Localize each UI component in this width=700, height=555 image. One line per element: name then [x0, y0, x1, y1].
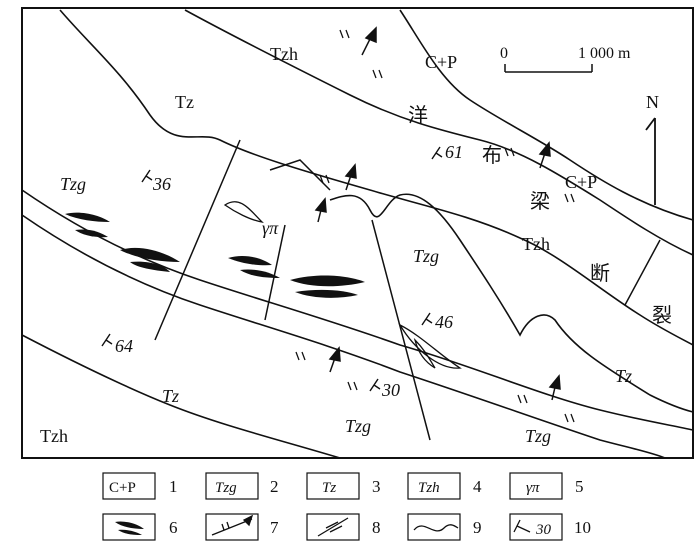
legend-num-4: 4	[473, 477, 482, 496]
scale-zero: 0	[500, 45, 508, 62]
legend-symbol-4: Tzh	[418, 480, 440, 496]
legend-num-6: 6	[169, 518, 178, 537]
legend-num-10: 10	[574, 518, 591, 537]
label-tzh-mid: Tzh	[522, 234, 550, 254]
label-tzh-bottom-left: Tzh	[40, 426, 68, 446]
label-dip-61: 61	[445, 142, 463, 162]
fault-a	[154, 139, 241, 341]
legend-box-8	[306, 513, 360, 541]
boundary-1	[59, 9, 694, 346]
ore-lens-1	[65, 212, 110, 222]
legend-num-9: 9	[473, 518, 482, 537]
label-tz-lower-left: Tz	[162, 386, 179, 406]
ore-lens-8	[295, 289, 358, 298]
fault-e	[269, 159, 331, 191]
ore-outline-3	[413, 337, 436, 369]
legend-thrust-icon	[211, 514, 254, 536]
label-tzh-top: Tzh	[270, 44, 298, 64]
label-tz-left: Tz	[175, 92, 194, 112]
legend-symbol-1: C+P	[109, 480, 136, 496]
boundary-6	[329, 193, 694, 413]
legend: C+P 1 Tzg 2 Tz 3 Tzh 4 γπ 5 6 7	[102, 472, 591, 541]
legend-box-5	[509, 472, 563, 500]
ore-lens-5	[228, 255, 272, 266]
strike-dip-symbols	[101, 146, 443, 392]
legend-ore-icon	[115, 521, 144, 535]
legend-box-7	[205, 513, 259, 541]
legend-strike-slip-icon	[317, 517, 349, 537]
fault-ticks	[295, 29, 575, 423]
ore-outline-1	[223, 201, 264, 223]
north-label: N	[646, 92, 659, 112]
arrow-head-6	[548, 374, 561, 390]
label-cp-top: C+P	[425, 52, 457, 72]
boundary-5	[21, 334, 341, 459]
fault-b	[264, 224, 286, 321]
legend-num-8: 8	[372, 518, 381, 537]
label-tz-right: Tz	[615, 366, 632, 386]
fault-d	[624, 239, 661, 306]
legend-symbol-3: Tz	[322, 480, 336, 496]
legend-num-3: 3	[372, 477, 381, 496]
legend-box-6	[102, 513, 156, 541]
thrust-arrows	[314, 26, 561, 401]
ore-outline-2	[398, 323, 462, 369]
map-frame	[21, 7, 694, 459]
ore-lens-3	[120, 247, 180, 262]
legend-num-5: 5	[575, 477, 584, 496]
geological-boundaries	[21, 9, 694, 459]
scale-end: 1 000 m	[578, 45, 631, 62]
fault-name-char-4: 断	[590, 261, 610, 285]
ore-lens-2	[75, 229, 108, 238]
label-tzg-center: Tzg	[413, 246, 439, 266]
label-gamma-pi: γπ	[262, 218, 279, 238]
legend-symbol-2: Tzg	[215, 480, 237, 496]
label-dip-36: 36	[152, 174, 171, 194]
legend-box-9	[407, 513, 461, 541]
ore-lens-6	[240, 269, 280, 278]
legend-box-4	[407, 472, 461, 500]
legend-strike-dip-icon	[513, 519, 531, 533]
legend-box-3	[306, 472, 360, 500]
faults	[154, 139, 661, 441]
legend-boundary-icon	[413, 524, 459, 532]
boundary-7	[399, 9, 694, 221]
legend-dip-example: 30	[535, 522, 552, 538]
legend-num-1: 1	[169, 477, 178, 496]
boundary-4	[21, 214, 666, 459]
fault-c	[371, 219, 431, 441]
label-cp-right: C+P	[565, 172, 597, 192]
legend-num-7: 7	[270, 518, 279, 537]
fault-name-char-2: 布	[482, 143, 502, 167]
arrow-head-4	[538, 141, 551, 157]
scale-bar	[504, 64, 593, 73]
ore-lens-7	[290, 275, 365, 287]
ore-outlines	[223, 201, 462, 369]
legend-box-10	[509, 513, 563, 541]
legend-box-2	[205, 472, 259, 500]
label-tzg-left: Tzg	[60, 174, 86, 194]
north-arrow-icon	[645, 117, 656, 205]
fault-name-char-5: 裂	[652, 303, 672, 327]
legend-num-2: 2	[270, 477, 279, 496]
boundary-3	[21, 189, 694, 431]
fault-name-char-3: 梁	[530, 189, 550, 213]
arrow-head-2	[344, 163, 357, 179]
label-dip-46: 46	[435, 312, 453, 332]
legend-box-1	[102, 472, 156, 500]
boundary-2	[184, 9, 694, 256]
arrow-head-1	[364, 26, 377, 44]
label-tzg-bottom-mid: Tzg	[345, 416, 371, 436]
arrow-head-3	[314, 197, 327, 213]
label-dip-30: 30	[381, 380, 400, 400]
label-dip-64: 64	[115, 336, 133, 356]
ore-lens-4	[130, 261, 170, 272]
ore-bodies	[65, 212, 365, 298]
legend-symbol-5: γπ	[526, 480, 540, 496]
fault-name-char-1: 洋	[408, 103, 428, 127]
label-tzg-bottom-right: Tzg	[525, 426, 551, 446]
arrow-head-5	[328, 346, 341, 362]
